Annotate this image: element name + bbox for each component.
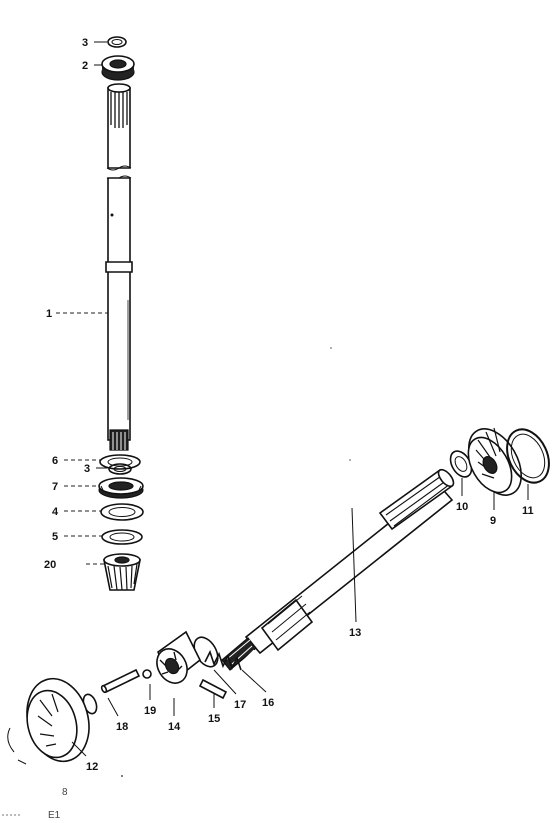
detent-ball [142, 669, 152, 679]
return-spring [204, 649, 242, 671]
callout-3-mid: 3 [84, 463, 90, 475]
cross-pin [198, 678, 228, 700]
callout-1: 1 [46, 308, 52, 320]
reverse-gear [7, 677, 90, 765]
pinion-gear [103, 553, 141, 591]
drive-shaft [105, 83, 133, 451]
scan-marks [2, 347, 351, 816]
forward-gear [467, 427, 523, 496]
shim-ring [506, 428, 550, 484]
callout-11: 11 [522, 505, 534, 517]
callout-13: 13 [349, 627, 361, 639]
callout-14: 14 [168, 721, 181, 733]
callout-2: 2 [82, 60, 88, 72]
callout-labels: 3 2 1 3 6 7 4 5 20 13 10 9 11 16 17 15 1… [44, 37, 534, 821]
callout-3-top: 3 [82, 37, 88, 49]
callout-15: 15 [208, 713, 220, 725]
footer-code: E1 [48, 810, 61, 821]
bearing-race [100, 503, 144, 521]
callout-8: 8 [62, 787, 68, 798]
clutch-dog [156, 630, 202, 684]
callout-5: 5 [52, 531, 58, 543]
push-rod [100, 668, 141, 694]
callout-12: 12 [86, 761, 98, 773]
callout-10: 10 [456, 501, 468, 513]
shaft-seal [101, 55, 135, 81]
callout-4: 4 [52, 506, 59, 518]
callout-6: 6 [52, 455, 58, 467]
circlip-top [107, 36, 127, 48]
shim-washer [99, 454, 141, 470]
callout-9: 9 [490, 515, 496, 527]
propeller-shaft [221, 468, 455, 671]
callout-20: 20 [44, 559, 56, 571]
leader-lines [56, 41, 529, 757]
thrust-bearing [98, 477, 144, 499]
shim-lower [101, 529, 143, 545]
callout-17: 17 [234, 699, 246, 711]
callout-19: 19 [144, 705, 156, 717]
callout-18: 18 [116, 721, 128, 733]
callout-7: 7 [52, 481, 58, 493]
callout-16: 16 [262, 697, 274, 709]
